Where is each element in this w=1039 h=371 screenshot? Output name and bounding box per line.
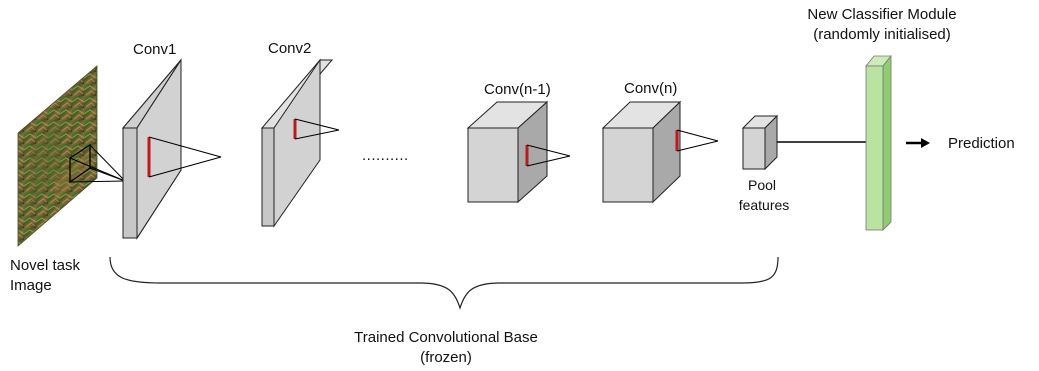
pool-label-line2: features — [739, 197, 790, 213]
pool-label-line1: Pool — [748, 177, 776, 193]
arrow-right-icon — [906, 138, 930, 148]
input-image — [17, 65, 126, 247]
conv-n-minus-1-cube — [466, 100, 571, 204]
conv1-label: Conv1 — [133, 41, 176, 58]
prediction-label: Prediction — [948, 135, 1015, 152]
layers-ellipsis: .......... — [362, 147, 409, 164]
pool-features-cube — [741, 114, 779, 171]
conv-n-label: Conv(n) — [624, 80, 677, 97]
conv-n-minus-1-label: Conv(n-1) — [484, 81, 551, 98]
input-label-line2: Image — [10, 277, 52, 294]
conv2-label: Conv2 — [268, 40, 311, 57]
conv2-layer — [260, 58, 340, 228]
base-label-line2: (frozen) — [420, 349, 472, 366]
classifier-module — [865, 54, 892, 231]
base-label-line1: Trained Convolutional Base — [354, 329, 538, 346]
curly-brace — [109, 256, 779, 311]
conv1-layer — [121, 58, 222, 240]
classifier-label-line2: (randomly initialised) — [813, 26, 951, 43]
classifier-label-line1: New Classifier Module — [807, 6, 956, 23]
conv-n-cube — [601, 100, 719, 204]
input-label-line1: Novel task — [10, 257, 81, 274]
